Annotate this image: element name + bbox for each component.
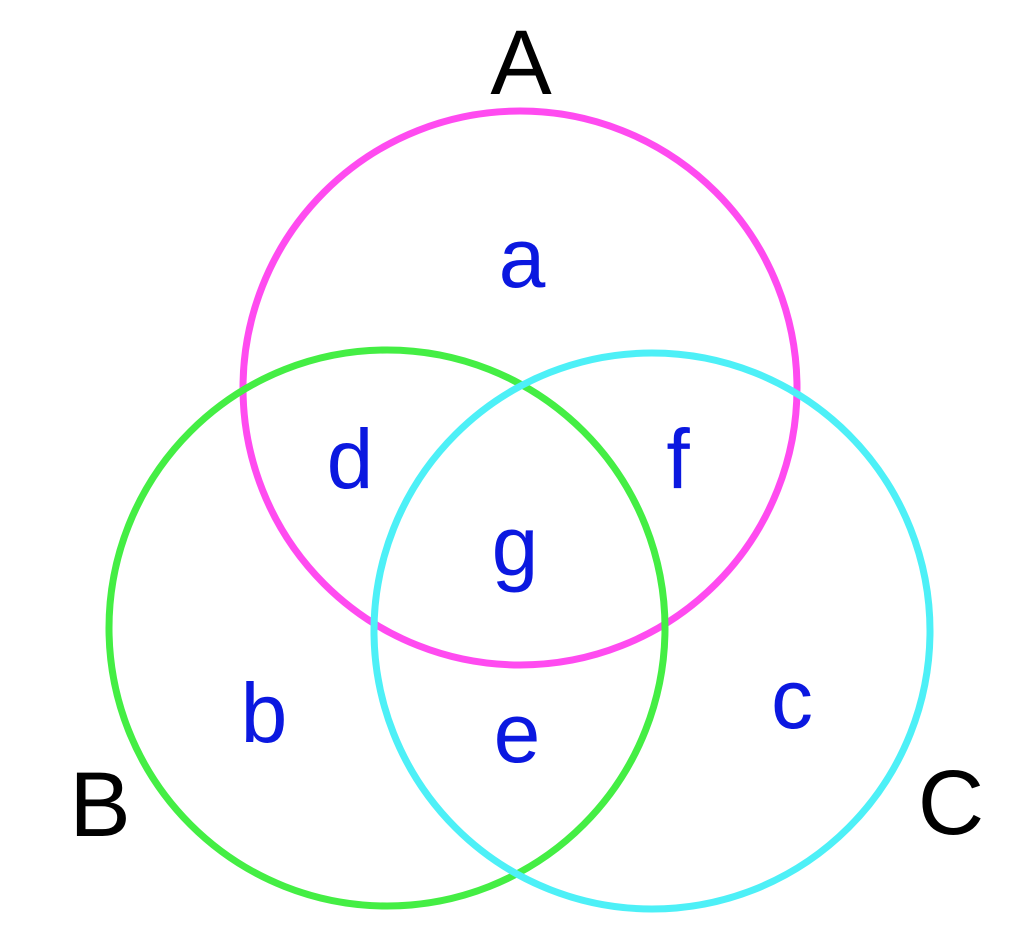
set-a-label: A (490, 12, 552, 114)
region-only-a-label: a (499, 211, 546, 305)
region-a-b-c-label: g (492, 499, 539, 593)
region-a-and-c-label: f (666, 412, 690, 506)
set-b-circle (105, 346, 669, 910)
set-c-label: C (918, 752, 984, 854)
region-b-and-c-label: e (494, 686, 541, 780)
region-only-c-label: c (771, 652, 813, 746)
set-c-circle (370, 349, 934, 913)
region-only-b-label: b (241, 666, 288, 760)
region-a-and-b-label: d (327, 412, 374, 506)
set-b-label: B (69, 754, 130, 856)
